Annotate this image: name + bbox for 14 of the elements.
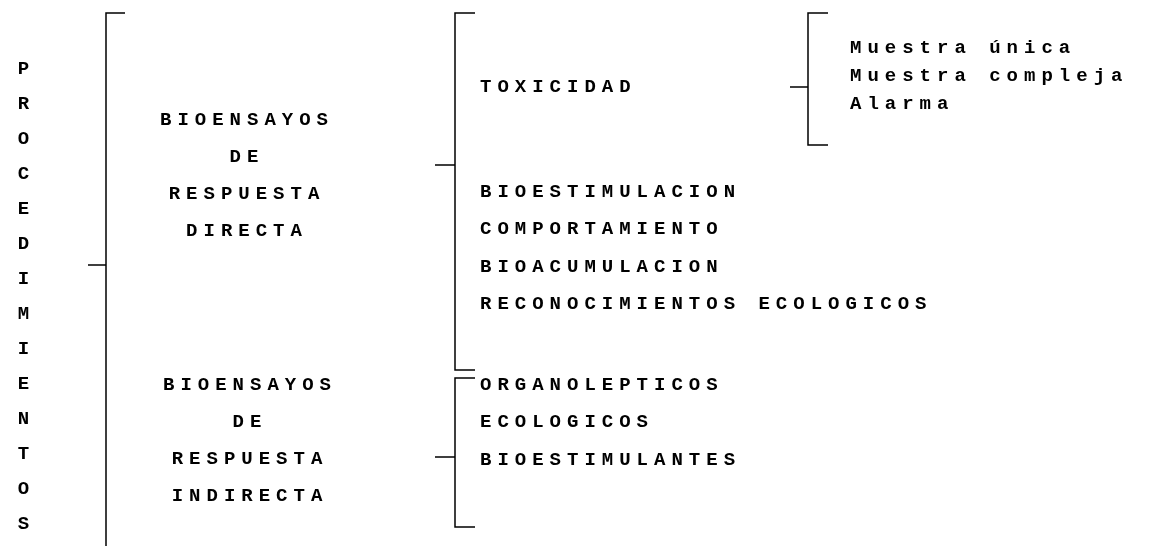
item-label: Alarma <box>850 92 955 117</box>
item-label: BIOACUMULACION <box>480 255 724 280</box>
item-label: ORGANOLEPTICOS <box>480 373 724 398</box>
item-label: TOXICIDAD <box>480 75 637 100</box>
item-label: COMPORTAMIENTO <box>480 217 724 242</box>
item-label: RECONOCIMIENTOS ECOLOGICOS <box>480 292 933 317</box>
item-label: Muestra única <box>850 36 1077 61</box>
item-label: Muestra compleja <box>850 64 1129 89</box>
item-label: ECOLOGICOS <box>480 410 655 435</box>
item-label: BIOESTIMULANTES <box>480 448 742 473</box>
item-label: BIOESTIMULACION <box>480 180 742 205</box>
category-label: BIOENSAYOS DE RESPUESTA INDIRECTA <box>163 373 338 509</box>
vertical-title: PROCEDIMIENTOS <box>16 57 31 537</box>
category-label: BIOENSAYOS DE RESPUESTA DIRECTA <box>160 108 335 244</box>
